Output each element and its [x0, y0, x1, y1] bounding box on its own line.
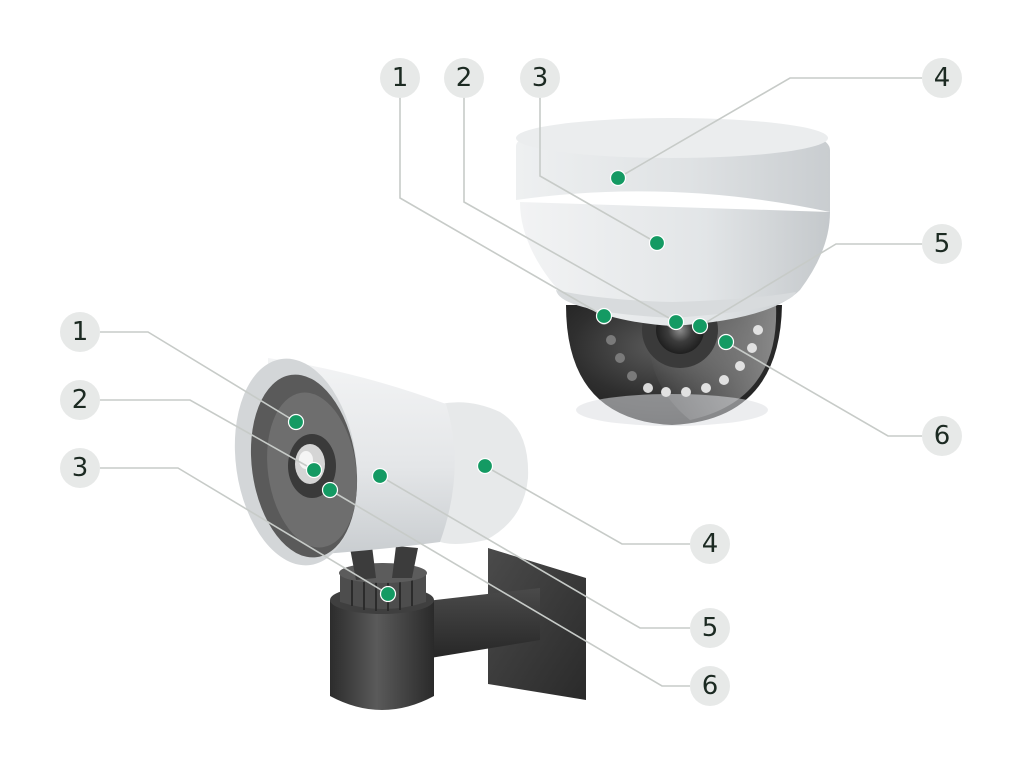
bullet-leader-lines [100, 331, 690, 687]
dome-marker-6[interactable] [717, 333, 735, 351]
bullet-marker-1[interactable] [287, 413, 305, 431]
bullet-badge-2[interactable]: 2 [60, 380, 100, 420]
dome-marker-4[interactable] [609, 169, 627, 187]
dome-badge-5-label: 5 [934, 229, 951, 259]
bullet-badge-5[interactable]: 5 [690, 608, 730, 648]
dome-badge-4-label: 4 [934, 63, 951, 93]
dome-marker-2[interactable] [667, 313, 685, 331]
dome-badge-1-label: 1 [392, 63, 409, 93]
wall-mount-arm [418, 588, 540, 660]
bullet-badge-1-label: 1 [72, 317, 89, 347]
bullet-badge-4-label: 4 [702, 529, 719, 559]
dome-number-badges: 1 2 3 4 5 6 [380, 58, 962, 456]
bullet-marker-4[interactable] [476, 457, 494, 475]
dome-marker-5[interactable] [691, 317, 709, 335]
camera-bracket [350, 546, 418, 580]
bullet-badge-5-label: 5 [702, 613, 719, 643]
dome-top-rim [516, 118, 828, 158]
bullet-badge-6[interactable]: 6 [690, 666, 730, 706]
dome-badge-2[interactable]: 2 [444, 58, 484, 98]
dome-marker-dots [595, 169, 735, 351]
bullet-camera [234, 358, 586, 710]
dome-badge-2-label: 2 [456, 63, 473, 93]
bullet-marker-5[interactable] [371, 467, 389, 485]
dome-badge-5[interactable]: 5 [922, 224, 962, 264]
dome-badge-1[interactable]: 1 [380, 58, 420, 98]
bullet-marker-2[interactable] [305, 461, 323, 479]
dome-badge-4[interactable]: 4 [922, 58, 962, 98]
dome-camera [516, 118, 830, 426]
dome-badge-3-label: 3 [532, 63, 549, 93]
dome-glass-rim [576, 394, 768, 426]
dome-badge-6-label: 6 [934, 421, 951, 451]
dome-marker-3[interactable] [648, 234, 666, 252]
bullet-badge-3[interactable]: 3 [60, 448, 100, 488]
dome-leader-lines [399, 77, 922, 437]
dome-badge-3[interactable]: 3 [520, 58, 560, 98]
bullet-badge-6-label: 6 [702, 671, 719, 701]
bullet-badge-2-label: 2 [72, 385, 89, 415]
bullet-marker-3[interactable] [379, 585, 397, 603]
mount-base-cylinder [330, 600, 434, 710]
dome-ir-led-ring [599, 315, 763, 397]
dome-marker-1[interactable] [595, 307, 613, 325]
bullet-badge-1[interactable]: 1 [60, 312, 100, 352]
dome-badge-6[interactable]: 6 [922, 416, 962, 456]
bullet-marker-dots [287, 413, 494, 603]
bullet-badge-3-label: 3 [72, 453, 89, 483]
bullet-badge-4[interactable]: 4 [690, 524, 730, 564]
bullet-marker-6[interactable] [321, 481, 339, 499]
bullet-number-badges: 1 2 3 4 5 6 [60, 312, 730, 706]
dome-skirt-shadow [556, 290, 796, 318]
